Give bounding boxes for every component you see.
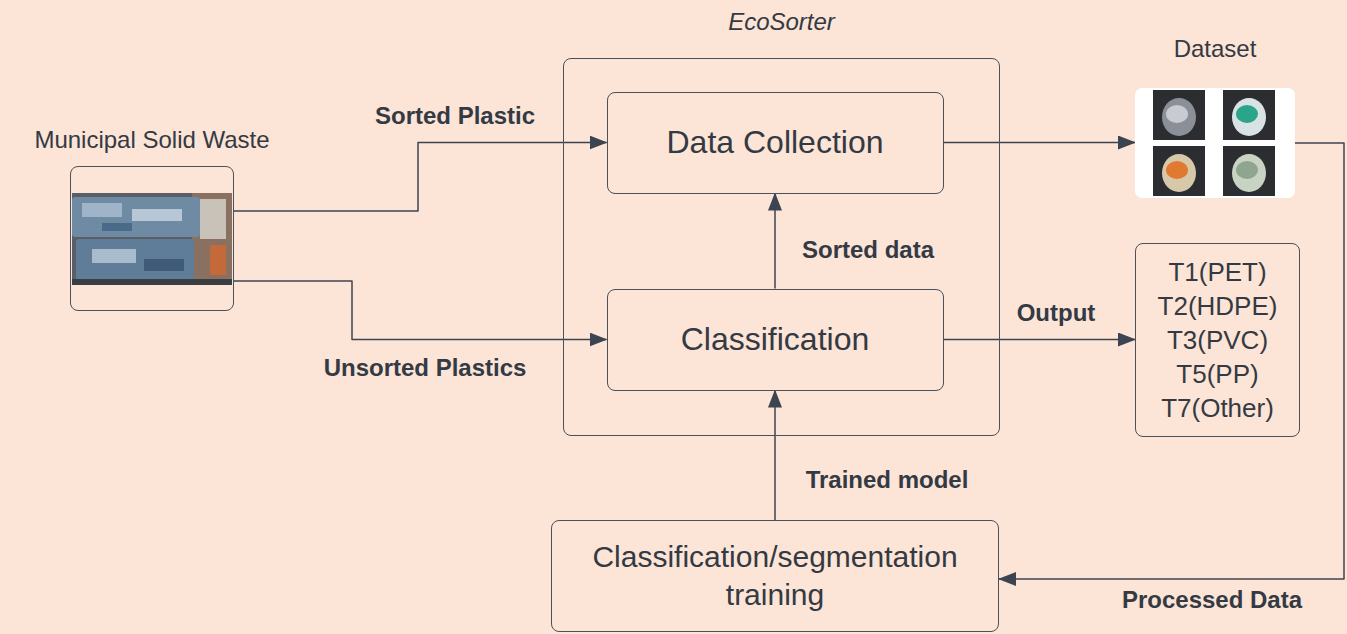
edge-label: Unsorted Plastics: [321, 354, 530, 382]
node-text: Classification: [681, 319, 870, 360]
output-list: T1(PET)T2(HDPE)T3(PVC)T5(PP)T7(Other): [1135, 243, 1300, 437]
waste-photo: [72, 193, 232, 285]
node-heading: EcoSorter: [728, 8, 835, 36]
edge-label: Output: [1014, 299, 1099, 327]
edge-label: Sorted data: [799, 236, 937, 264]
connector-arrow: [944, 142, 1136, 144]
training-box: Classification/segmentation training: [551, 520, 999, 632]
list-item: T5(PP): [1176, 357, 1258, 391]
process-box: Data Collection: [607, 92, 944, 194]
connector-arrow: [999, 143, 1344, 579]
edge-label: Processed Data: [1119, 586, 1305, 614]
dataset-thumbnails: [1135, 88, 1295, 198]
dataset-panel: Dataset: [1135, 88, 1295, 198]
connector-arrow: [234, 281, 607, 340]
edge-label: Trained model: [803, 466, 972, 494]
node-text: Classification/segmentation training: [552, 538, 998, 614]
node-text: Data Collection: [667, 122, 884, 163]
node-heading: Municipal Solid Waste: [34, 126, 269, 154]
connector-arrow: [774, 391, 776, 521]
edge-label: Sorted Plastic: [372, 102, 538, 130]
list-item: T1(PET): [1168, 255, 1266, 289]
connector-arrow: [774, 194, 776, 289]
list-item: T7(Other): [1161, 391, 1274, 425]
connector-arrow: [944, 339, 1136, 341]
process-box: Classification: [607, 289, 944, 391]
connector-arrow: [234, 143, 607, 212]
source-box: Municipal Solid Waste: [70, 166, 234, 311]
list-item: T3(PVC): [1167, 323, 1268, 357]
node-heading: Dataset: [1174, 35, 1257, 63]
list-item: T2(HDPE): [1158, 289, 1278, 323]
